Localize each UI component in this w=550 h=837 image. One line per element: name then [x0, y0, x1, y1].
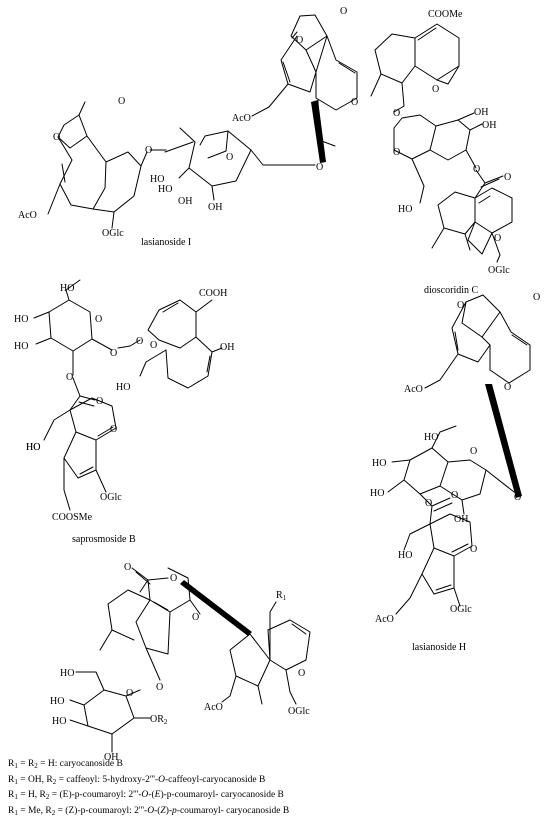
atom-label: O — [192, 612, 199, 623]
atom-label: O — [110, 348, 117, 359]
atom-label: O — [136, 336, 143, 347]
oh-label: HO — [370, 488, 384, 499]
atom-label: O — [533, 292, 540, 303]
atom-label: O — [118, 96, 125, 107]
atom-label: O — [296, 35, 303, 46]
structure-saprosmoside-b — [33, 279, 223, 511]
atom-label: O — [95, 314, 102, 325]
oglc-label: OGlc — [102, 228, 124, 239]
oh-label: HO — [60, 283, 74, 294]
atom-label: O — [340, 6, 347, 17]
atom-label: O — [298, 668, 305, 679]
legend-line-2: R1 = OH, R2 = caffeoyl: 5-hydroxy-2'''-O… — [8, 774, 266, 786]
compound-name: dioscoridin C — [424, 285, 478, 296]
oh-label: HO — [60, 668, 74, 679]
atom-label: O — [156, 682, 163, 693]
oh-label: OH — [474, 107, 488, 118]
atom-label: O — [473, 164, 480, 175]
compound-name: lasianoside H — [412, 642, 466, 653]
oh-label: OH — [104, 752, 118, 763]
atom-label: O — [110, 424, 117, 435]
oh-label: HO — [398, 204, 412, 215]
or2-label: OR2 — [150, 714, 168, 726]
substituent-legend: R1 = R2 = H: caryocanoside B R1 = OH, R2… — [8, 758, 548, 820]
oh-label: HO — [158, 184, 172, 195]
oh-label: HO — [150, 174, 164, 185]
oh-label: HO — [14, 341, 28, 352]
coome-label: COOMe — [428, 9, 463, 20]
atom-label: O — [393, 147, 400, 158]
atom-label: O — [470, 544, 477, 555]
atom-label: O — [351, 97, 358, 108]
atom-label: O — [124, 562, 131, 573]
compound-name: lasianoside I — [141, 237, 191, 248]
atom-label: O — [53, 132, 60, 143]
atom-label: O — [457, 300, 464, 311]
atom-label: O — [96, 396, 103, 407]
oh-label: OH — [454, 514, 468, 525]
oh-label: HO — [398, 550, 412, 561]
oh-label: HO — [116, 382, 130, 393]
atom-label: O — [432, 84, 439, 95]
structure-caryocanoside-b — [69, 567, 311, 753]
atom-label: O — [504, 382, 511, 393]
atom-label: O — [170, 573, 177, 584]
oh-label: OH — [482, 120, 496, 131]
aco-label: AcO — [204, 702, 223, 713]
oglc-label: OGlc — [100, 492, 122, 503]
oh-label: HO — [26, 442, 40, 453]
oh-label: HO — [26, 442, 40, 453]
oglc-label: OGlc — [450, 604, 472, 615]
atom-label: O — [504, 172, 511, 183]
oh-label: OH — [178, 196, 192, 207]
atom-label: O — [451, 490, 458, 501]
atom-label: O — [226, 152, 233, 163]
legend-line-4: R1 = Me, R2 = (Z)-p-coumaroyl: 2'''-O-(Z… — [8, 805, 290, 817]
atom-label: O — [126, 688, 133, 699]
r1-label: R1 — [276, 590, 287, 602]
atom-label: O — [494, 233, 501, 244]
atom-label: O — [66, 372, 73, 383]
structure-lasianoside-i — [47, 14, 358, 229]
aco-label: AcO — [18, 210, 37, 221]
cooh-label: COOH — [199, 288, 227, 299]
aco-label: AcO — [232, 113, 251, 124]
legend-line-3: R1 = H, R2 = (E)-p-coumaroyl: 2'''-O-(E)… — [8, 790, 284, 801]
aco-label: AcO — [404, 384, 423, 395]
oh-label: HO — [14, 314, 28, 325]
atom-label: O — [393, 108, 400, 119]
atom-label: O — [470, 446, 477, 457]
atom-label: O — [514, 492, 521, 503]
atom-label: O — [316, 162, 323, 173]
aco-label: AcO — [375, 614, 394, 625]
atom-label: O — [145, 145, 152, 156]
coosme-label: COOSMe — [52, 512, 93, 523]
structure-dioscoridin-c — [370, 23, 513, 263]
atom-label: O — [425, 498, 432, 509]
compound-name: saprosmoside B — [72, 534, 136, 545]
oh-label: OH — [220, 342, 234, 353]
legend-line-1: R1 = R2 = H: caryocanoside B — [8, 759, 123, 770]
oglc-label: OGlc — [288, 706, 310, 717]
oh-label: OH — [208, 202, 222, 213]
oglc-label: OGlc — [488, 265, 510, 276]
oh-label: HO — [52, 716, 66, 727]
oh-label: HO — [424, 432, 438, 443]
oh-label: HO — [50, 696, 64, 707]
oh-label: HO — [372, 458, 386, 469]
atom-label: O — [150, 340, 157, 351]
structure-lasianoside-h — [387, 294, 531, 615]
